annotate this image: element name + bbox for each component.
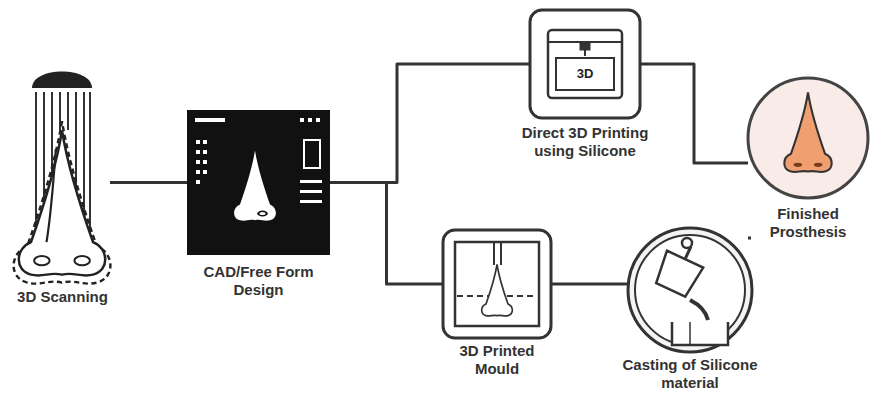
- printer-label: 3D: [560, 66, 610, 82]
- finished-nose-illustration: [748, 78, 868, 198]
- mould-illustration: [443, 230, 551, 338]
- process-step: Finished Prosthesis: [748, 78, 868, 248]
- scanner-illustration: [14, 72, 111, 284]
- printer-illustration: [530, 10, 640, 118]
- step-label: 3D Printed Mould: [447, 342, 547, 378]
- flow-connector: [640, 64, 748, 163]
- step-label: 3D Scanning: [3, 288, 123, 306]
- process-step: 3D Scanning: [15, 60, 110, 280]
- process-step: Casting of Silicone material: [628, 228, 752, 352]
- process-step: CAD/Free Form Design: [187, 110, 330, 255]
- step-label: Direct 3D Printing using Silicone: [505, 124, 665, 160]
- flow-connector: [330, 64, 530, 183]
- flow-connector: [330, 183, 443, 285]
- cad-screen-illustration: [187, 110, 330, 255]
- process-step: Direct 3D Printing using Silicone: [530, 10, 640, 118]
- casting-illustration: [628, 228, 752, 352]
- step-label: Casting of Silicone material: [603, 356, 778, 392]
- step-label: Finished Prosthesis: [751, 204, 865, 242]
- step-label: CAD/Free Form Design: [184, 263, 334, 299]
- flow-connector: [551, 283, 628, 286]
- flow-connector: [110, 181, 187, 184]
- process-step: 3D Printed Mould: [443, 230, 551, 338]
